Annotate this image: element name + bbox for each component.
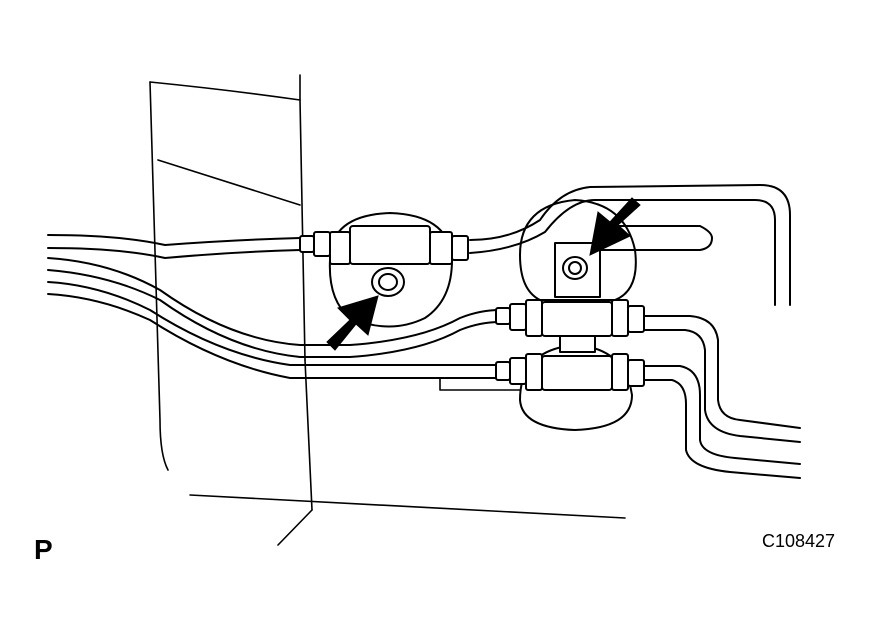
tube-fittings bbox=[299, 225, 645, 391]
right-bolt-arrow bbox=[589, 197, 641, 256]
left-bolt-arrow bbox=[326, 295, 379, 351]
mounting-panel bbox=[149, 74, 626, 546]
view-label: P bbox=[34, 534, 53, 565]
figure-code: C108427 bbox=[762, 531, 836, 551]
right-valve-housings bbox=[519, 199, 637, 431]
brake-tubes bbox=[47, 184, 801, 479]
pointer-arrows bbox=[326, 197, 641, 351]
